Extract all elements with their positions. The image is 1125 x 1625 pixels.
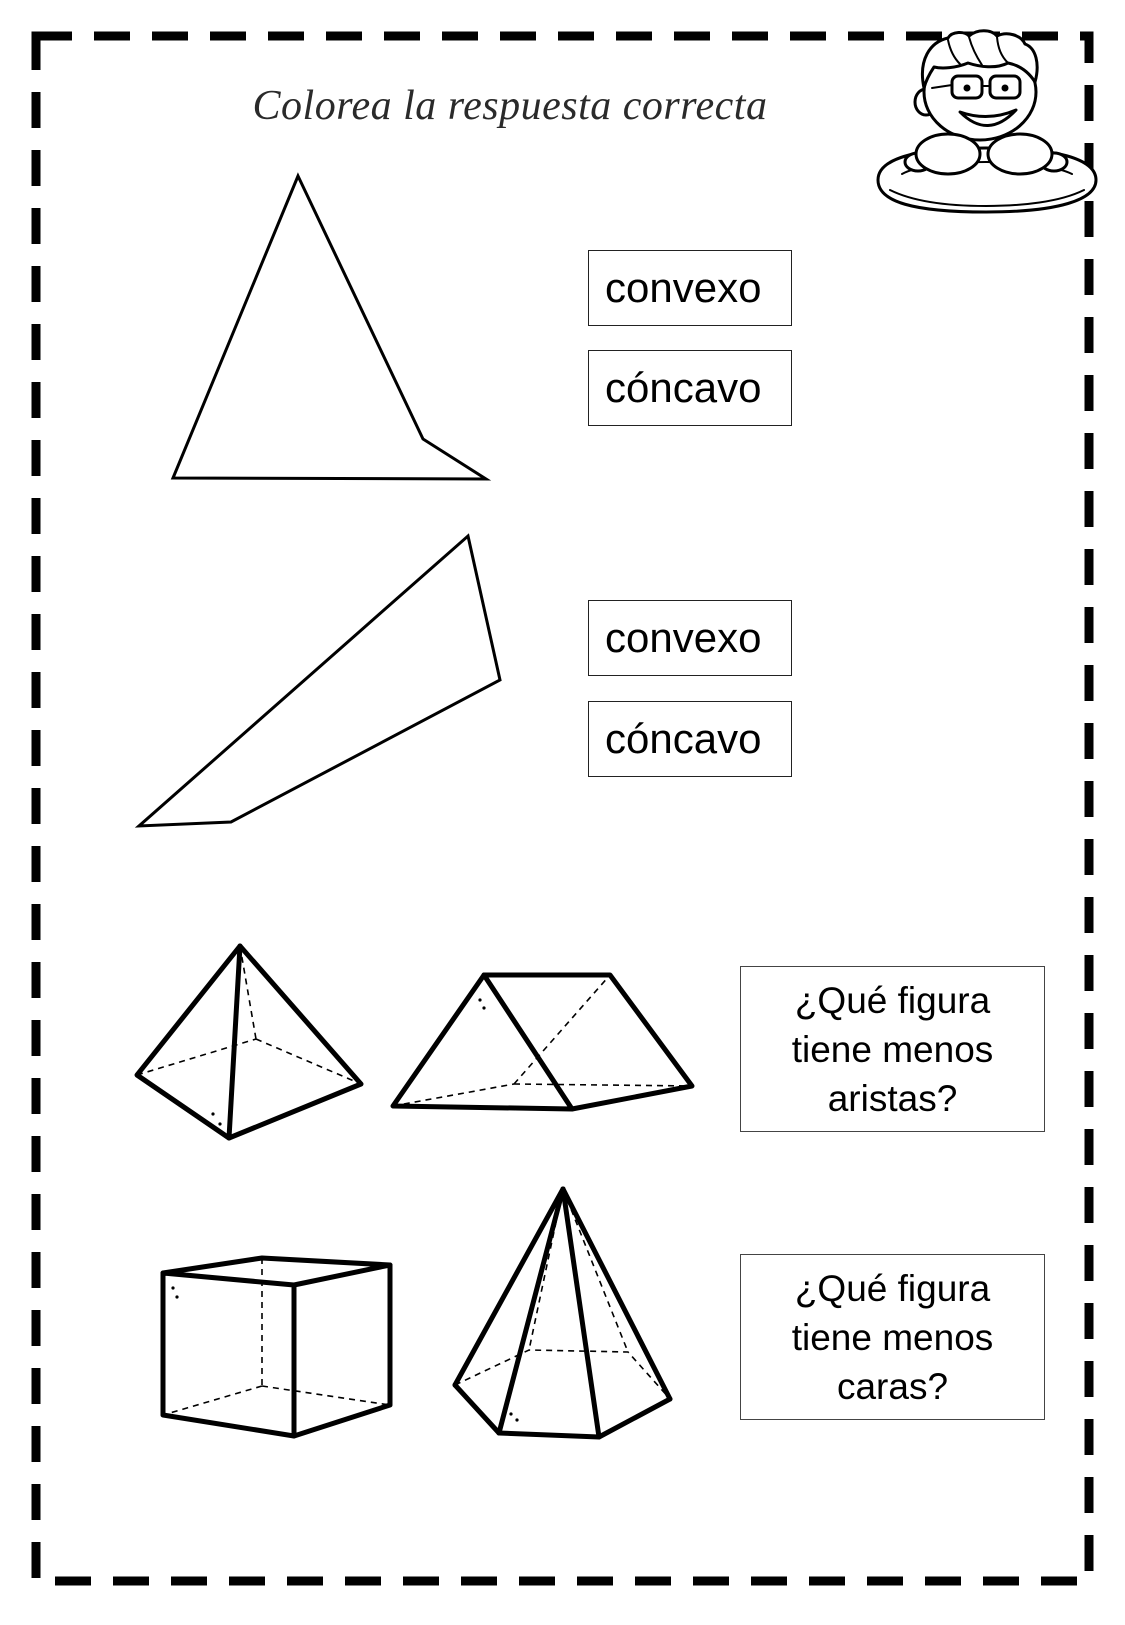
answer-box-concavo-1[interactable]: cóncavo bbox=[588, 350, 792, 426]
answer-option-label: convexo bbox=[605, 264, 762, 311]
answer-option-label: cóncavo bbox=[605, 364, 762, 411]
square-pyramid-figure[interactable] bbox=[134, 943, 364, 1141]
question-line: aristas? bbox=[827, 1077, 958, 1119]
cube-figure[interactable] bbox=[160, 1255, 393, 1439]
hexagonal-pyramid-figure[interactable] bbox=[452, 1186, 673, 1440]
answer-option-label: cóncavo bbox=[605, 715, 762, 762]
question-line: caras? bbox=[836, 1365, 949, 1407]
worksheet-title: Colorea la respuesta correcta bbox=[252, 83, 768, 129]
quadrilateral-figure-2 bbox=[134, 533, 502, 828]
quadrilateral-figure-1 bbox=[170, 172, 492, 481]
boy-mascot-icon bbox=[876, 29, 1098, 214]
triangular-prism-figure[interactable] bbox=[390, 972, 695, 1112]
answer-option-label: convexo bbox=[605, 614, 762, 661]
question-line: ¿Qué figura bbox=[794, 979, 991, 1021]
question-line: tiene menos bbox=[791, 1316, 994, 1358]
answer-box-convexo-2[interactable]: convexo bbox=[588, 600, 792, 676]
answer-box-concavo-2[interactable]: cóncavo bbox=[588, 701, 792, 777]
question-box-faces: ¿Qué figura tiene menos caras? bbox=[740, 1254, 1045, 1420]
question-line: tiene menos bbox=[791, 1028, 994, 1070]
question-line: ¿Qué figura bbox=[794, 1267, 991, 1309]
question-box-edges: ¿Qué figura tiene menos aristas? bbox=[740, 966, 1045, 1132]
answer-box-convexo-1[interactable]: convexo bbox=[588, 250, 792, 326]
